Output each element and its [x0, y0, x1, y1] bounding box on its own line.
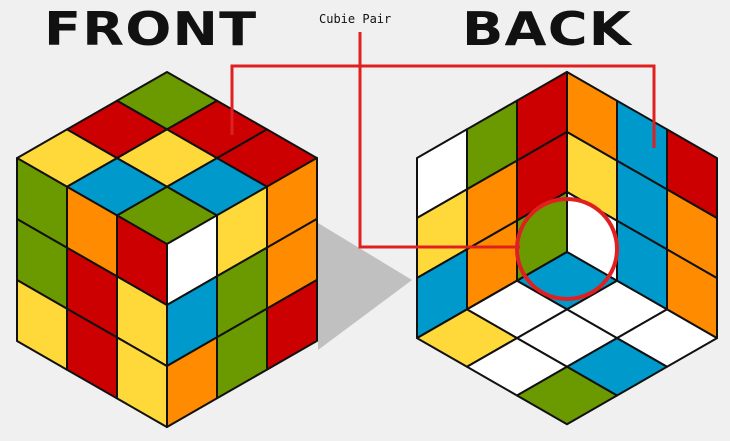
- front-right-sticker-2-2: [266, 278, 318, 371]
- back-title: BACK: [462, 2, 633, 56]
- cubie-pair-callout: [230, 32, 656, 301]
- shadow-wedge: [318, 223, 412, 350]
- cubie-pair-label: Cubie Pair: [319, 12, 392, 26]
- highlight-circle: [515, 197, 619, 301]
- front-cube: [16, 71, 318, 429]
- front-title: FRONT: [44, 2, 258, 56]
- callout-pointer: [358, 32, 520, 249]
- back-floor-sticker-2-2: [516, 365, 618, 426]
- callout-bracket: [230, 64, 656, 148]
